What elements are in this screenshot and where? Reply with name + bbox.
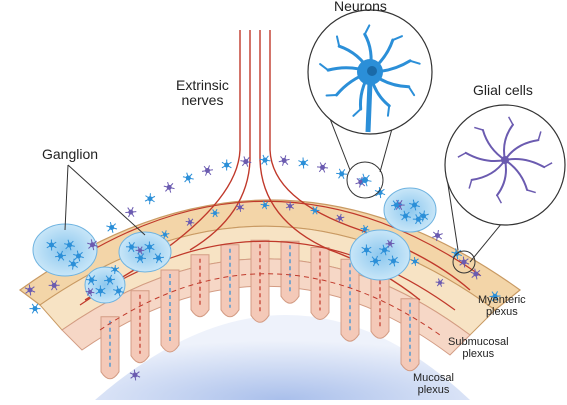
extrinsic-nerves-label: Extrinsic nerves — [176, 78, 229, 109]
mucosal-line-1: Mucosal — [413, 372, 454, 384]
axon — [368, 82, 370, 132]
neuron — [298, 157, 308, 168]
villus — [251, 240, 269, 322]
dendrite-branch — [388, 106, 389, 116]
neuron — [30, 304, 41, 314]
glial-cell — [202, 165, 213, 175]
villus — [311, 248, 329, 320]
mucosal-line-2: plexus — [413, 384, 454, 396]
extrinsic-nerves-line-2: nerves — [176, 93, 229, 108]
myenteric-line-1: Myenteric — [478, 294, 526, 306]
villus — [341, 259, 359, 341]
submucosal-line-2: plexus — [448, 348, 509, 360]
myenteric-line-2: plexus — [478, 306, 526, 318]
neuron — [106, 222, 117, 233]
neuron — [183, 173, 194, 183]
villus — [371, 276, 389, 338]
neurons-label: Neurons — [334, 0, 387, 14]
ganglion — [33, 224, 97, 276]
submucosal-plexus-label: Submucosal plexus — [448, 336, 509, 360]
ganglion — [85, 267, 125, 303]
myenteric-plexus-label: Myenteric plexus — [478, 294, 526, 318]
submucosal-line-1: Submucosal — [448, 336, 509, 348]
nucleus — [367, 66, 377, 76]
mucosal-plexus-label: Mucosal plexus — [413, 372, 454, 396]
extrinsic-nerves-line-1: Extrinsic — [176, 78, 229, 93]
neuron — [145, 193, 155, 204]
glial-body — [501, 156, 509, 164]
glial-cell — [279, 155, 290, 165]
neuron — [375, 187, 385, 198]
glial-cell — [317, 162, 328, 172]
villus — [281, 241, 299, 303]
villus — [191, 255, 209, 317]
glial-cell — [125, 207, 136, 217]
ganglion-label: Ganglion — [42, 147, 98, 162]
ganglion — [119, 232, 171, 272]
neuron — [336, 169, 347, 179]
glial-cell — [164, 182, 175, 193]
villus — [131, 291, 149, 363]
neuron — [260, 155, 271, 165]
villus — [101, 317, 119, 379]
neuron — [222, 160, 232, 171]
villus — [221, 245, 239, 317]
glia-inset — [445, 105, 565, 225]
ganglion — [350, 230, 410, 280]
ganglion — [384, 188, 436, 232]
villus — [161, 270, 179, 352]
villus — [401, 299, 419, 371]
glial-cells-label: Glial cells — [473, 83, 533, 98]
neuron-inset — [308, 10, 432, 134]
